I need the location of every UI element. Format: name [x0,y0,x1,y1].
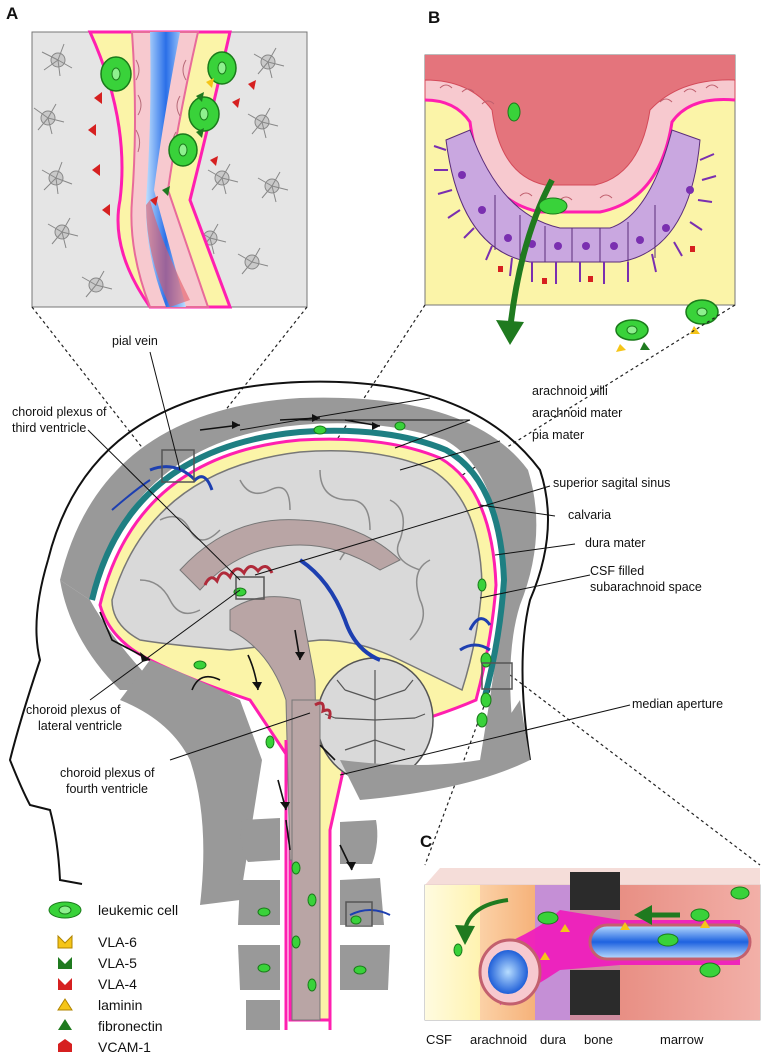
leader-lines [87,351,631,776]
layer-label-marrow: marrow [660,1032,704,1047]
bone-block-top [570,872,620,910]
leukemic-cells-a [100,51,237,167]
label-choroid-third-1: choroid plexus of [12,405,107,419]
leukemic-cells-c [453,886,750,978]
legend-label-vla4: VLA-4 [98,976,137,992]
legend-label-vcam1: VCAM-1 [98,1039,151,1055]
label-choroid-third-2: third ventricle [12,421,87,435]
head [8,380,549,1030]
layer-label-arachnoid: arachnoid [470,1032,528,1047]
legend-label-vla6: VLA-6 [98,934,137,950]
legend-icons [48,901,82,1052]
label-choroid-lateral-1: choroid plexus of [26,703,121,717]
label-median-aperture: median aperture [632,697,724,711]
legend-label-leukemic-cell: leukemic cell [98,902,179,918]
legend-label-vla5: VLA-5 [98,955,137,971]
label-arachnoid-mater: arachnoid mater [532,406,623,420]
vla4-icon [58,978,72,990]
vcam1-icon [58,1039,72,1052]
label-dura-mater: dura mater [585,536,646,550]
fibronectin-icon [58,1019,72,1030]
label-csf-1: CSF filled [590,564,645,578]
layer-label-dura: dura [540,1032,567,1047]
label-superior-sinus: superior sagital sinus [553,476,671,490]
label-choroid-lateral-2: lateral ventricle [38,719,123,733]
layer-label-bone: bone [584,1032,613,1047]
astrocytes [33,43,289,298]
leukemic-cell-icon [48,901,82,919]
label-calvaria: calvaria [568,508,612,522]
label-arachnoid-villi: arachnoid villi [532,384,608,398]
vla5-icon [58,957,72,969]
vertebrae [238,818,390,1030]
label-choroid-fourth-2: fourth ventricle [66,782,148,796]
legend-label-fibronectin: fibronectin [98,1018,163,1034]
label-pia-mater: pia mater [532,428,585,442]
laminin-icon [57,998,73,1011]
label-csf-2: subarachnoid space [590,580,702,594]
csf-layer [425,885,480,1020]
layer-label-csf: CSF [426,1032,452,1047]
panel-letter-b: B [428,8,441,27]
label-pial-vein: pial vein [112,334,158,348]
choroid-plexus [203,565,332,720]
legend-label-laminin: laminin [98,997,143,1013]
bone-block-bottom [570,970,620,1015]
panel-letter-c: C [420,832,433,851]
panel-b [424,54,736,352]
label-choroid-fourth-1: choroid plexus of [60,766,155,780]
vla6-icon [57,934,73,949]
panel-c [424,868,761,1021]
panel-a [31,30,308,309]
leukemic-cells-b [507,102,719,352]
panel-letter-a: A [6,4,19,23]
